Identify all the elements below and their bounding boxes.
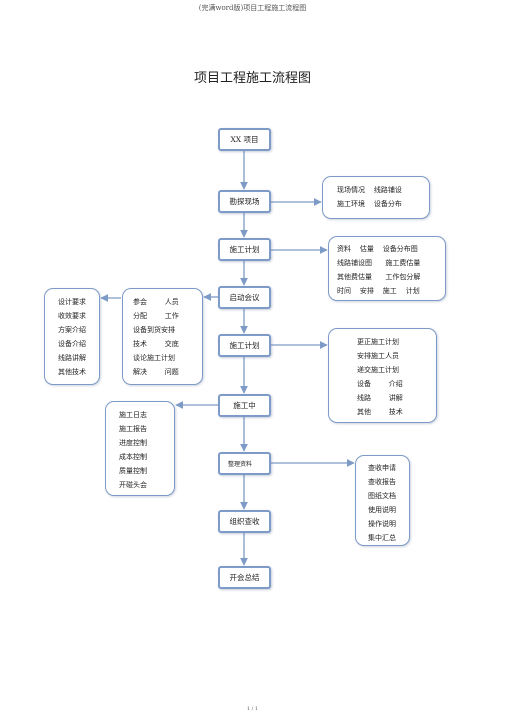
note-line: 参会 人员 [133, 298, 179, 306]
note-line: 收效要求 [58, 312, 86, 320]
node-plan2: 施工计划 [218, 334, 271, 357]
page-footer: 1 / 1 [246, 706, 259, 712]
note-line: 其他 技术 [357, 408, 403, 416]
node-plan1: 施工计划 [218, 238, 271, 261]
note-construction: 施工日志 施工报告 进度控制 成本控制 质量控制 开碰头会 [105, 401, 175, 496]
note-survey: 现场情况 线路铺设 施工环境 设备分布 [322, 176, 430, 219]
note-line: 操作说明 [368, 520, 396, 528]
note-line: 开碰头会 [119, 481, 147, 489]
note-line: 成本控制 [119, 453, 147, 461]
note-line: 查收申请 [368, 464, 396, 472]
note-line: 分配 工作 [133, 312, 179, 320]
note-organize: 查收申请 查收报告 图纸文档 使用说明 操作说明 集中汇总 [355, 455, 410, 546]
note-line: 谈论施工计划 [133, 354, 175, 362]
node-survey: 勘探现场 [218, 190, 271, 213]
page-header: (完满word版)项目工程施工流程图 [198, 4, 307, 12]
note-kickoff-right: 参会 人员 分配 工作 设备到货安排 技术 交底 谈论施工计划 解决 问题 [122, 288, 203, 385]
note-line: 线路铺设图 施工费估量 [337, 259, 421, 267]
note-line: 进度控制 [119, 439, 147, 447]
note-line: 设备介绍 [58, 340, 86, 348]
node-project: XX 项目 [218, 128, 271, 151]
note-line: 安排施工人员 [357, 352, 399, 360]
note-line: 使用说明 [368, 506, 396, 514]
note-line: 递交施工计划 [357, 366, 399, 374]
note-line: 设备到货安排 [133, 326, 175, 334]
note-line: 图纸文档 [368, 492, 396, 500]
note-line: 施工日志 [119, 411, 147, 419]
page-title: 项目工程施工流程图 [193, 71, 311, 86]
note-line: 设备 介绍 [357, 380, 403, 388]
note-kickoff-left: 设计要求 收效要求 方案介绍 设备介绍 线路讲解 其他技术 [44, 288, 100, 385]
note-line: 其他技术 [58, 368, 86, 376]
note-line: 其他费估量 工作包分解 [337, 273, 421, 281]
node-organize: 整理资料 [218, 452, 271, 475]
node-acceptance: 组织查收 [218, 510, 271, 533]
node-construction: 施工中 [218, 394, 271, 417]
note-line: 线路讲解 [58, 354, 86, 362]
note-line: 现场情况 线路铺设 [337, 186, 402, 194]
node-summary: 开会总结 [218, 566, 271, 589]
note-line: 施工报告 [119, 425, 147, 433]
node-kickoff: 启动会议 [218, 286, 271, 309]
note-line: 解决 问题 [133, 368, 179, 376]
note-line: 资料 估量 设备分布图 [337, 245, 418, 253]
note-line: 设计要求 [58, 298, 86, 306]
note-plan2: 更正施工计划 安排施工人员 递交施工计划 设备 介绍 线路 讲解 其他 技术 [328, 328, 437, 423]
note-line: 方案介绍 [58, 326, 86, 334]
note-line: 技术 交底 [133, 340, 179, 348]
note-line: 线路 讲解 [357, 394, 403, 402]
note-line: 质量控制 [119, 467, 147, 475]
note-line: 更正施工计划 [357, 338, 399, 346]
note-line: 查收报告 [368, 478, 396, 486]
note-line: 集中汇总 [368, 534, 396, 542]
note-plan1: 资料 估量 设备分布图 线路铺设图 施工费估量 其他费估量 工作包分解 时间 安… [328, 236, 446, 301]
note-line: 施工环境 设备分布 [337, 200, 402, 208]
note-line: 时间 安排 施工 计划 [337, 287, 420, 295]
